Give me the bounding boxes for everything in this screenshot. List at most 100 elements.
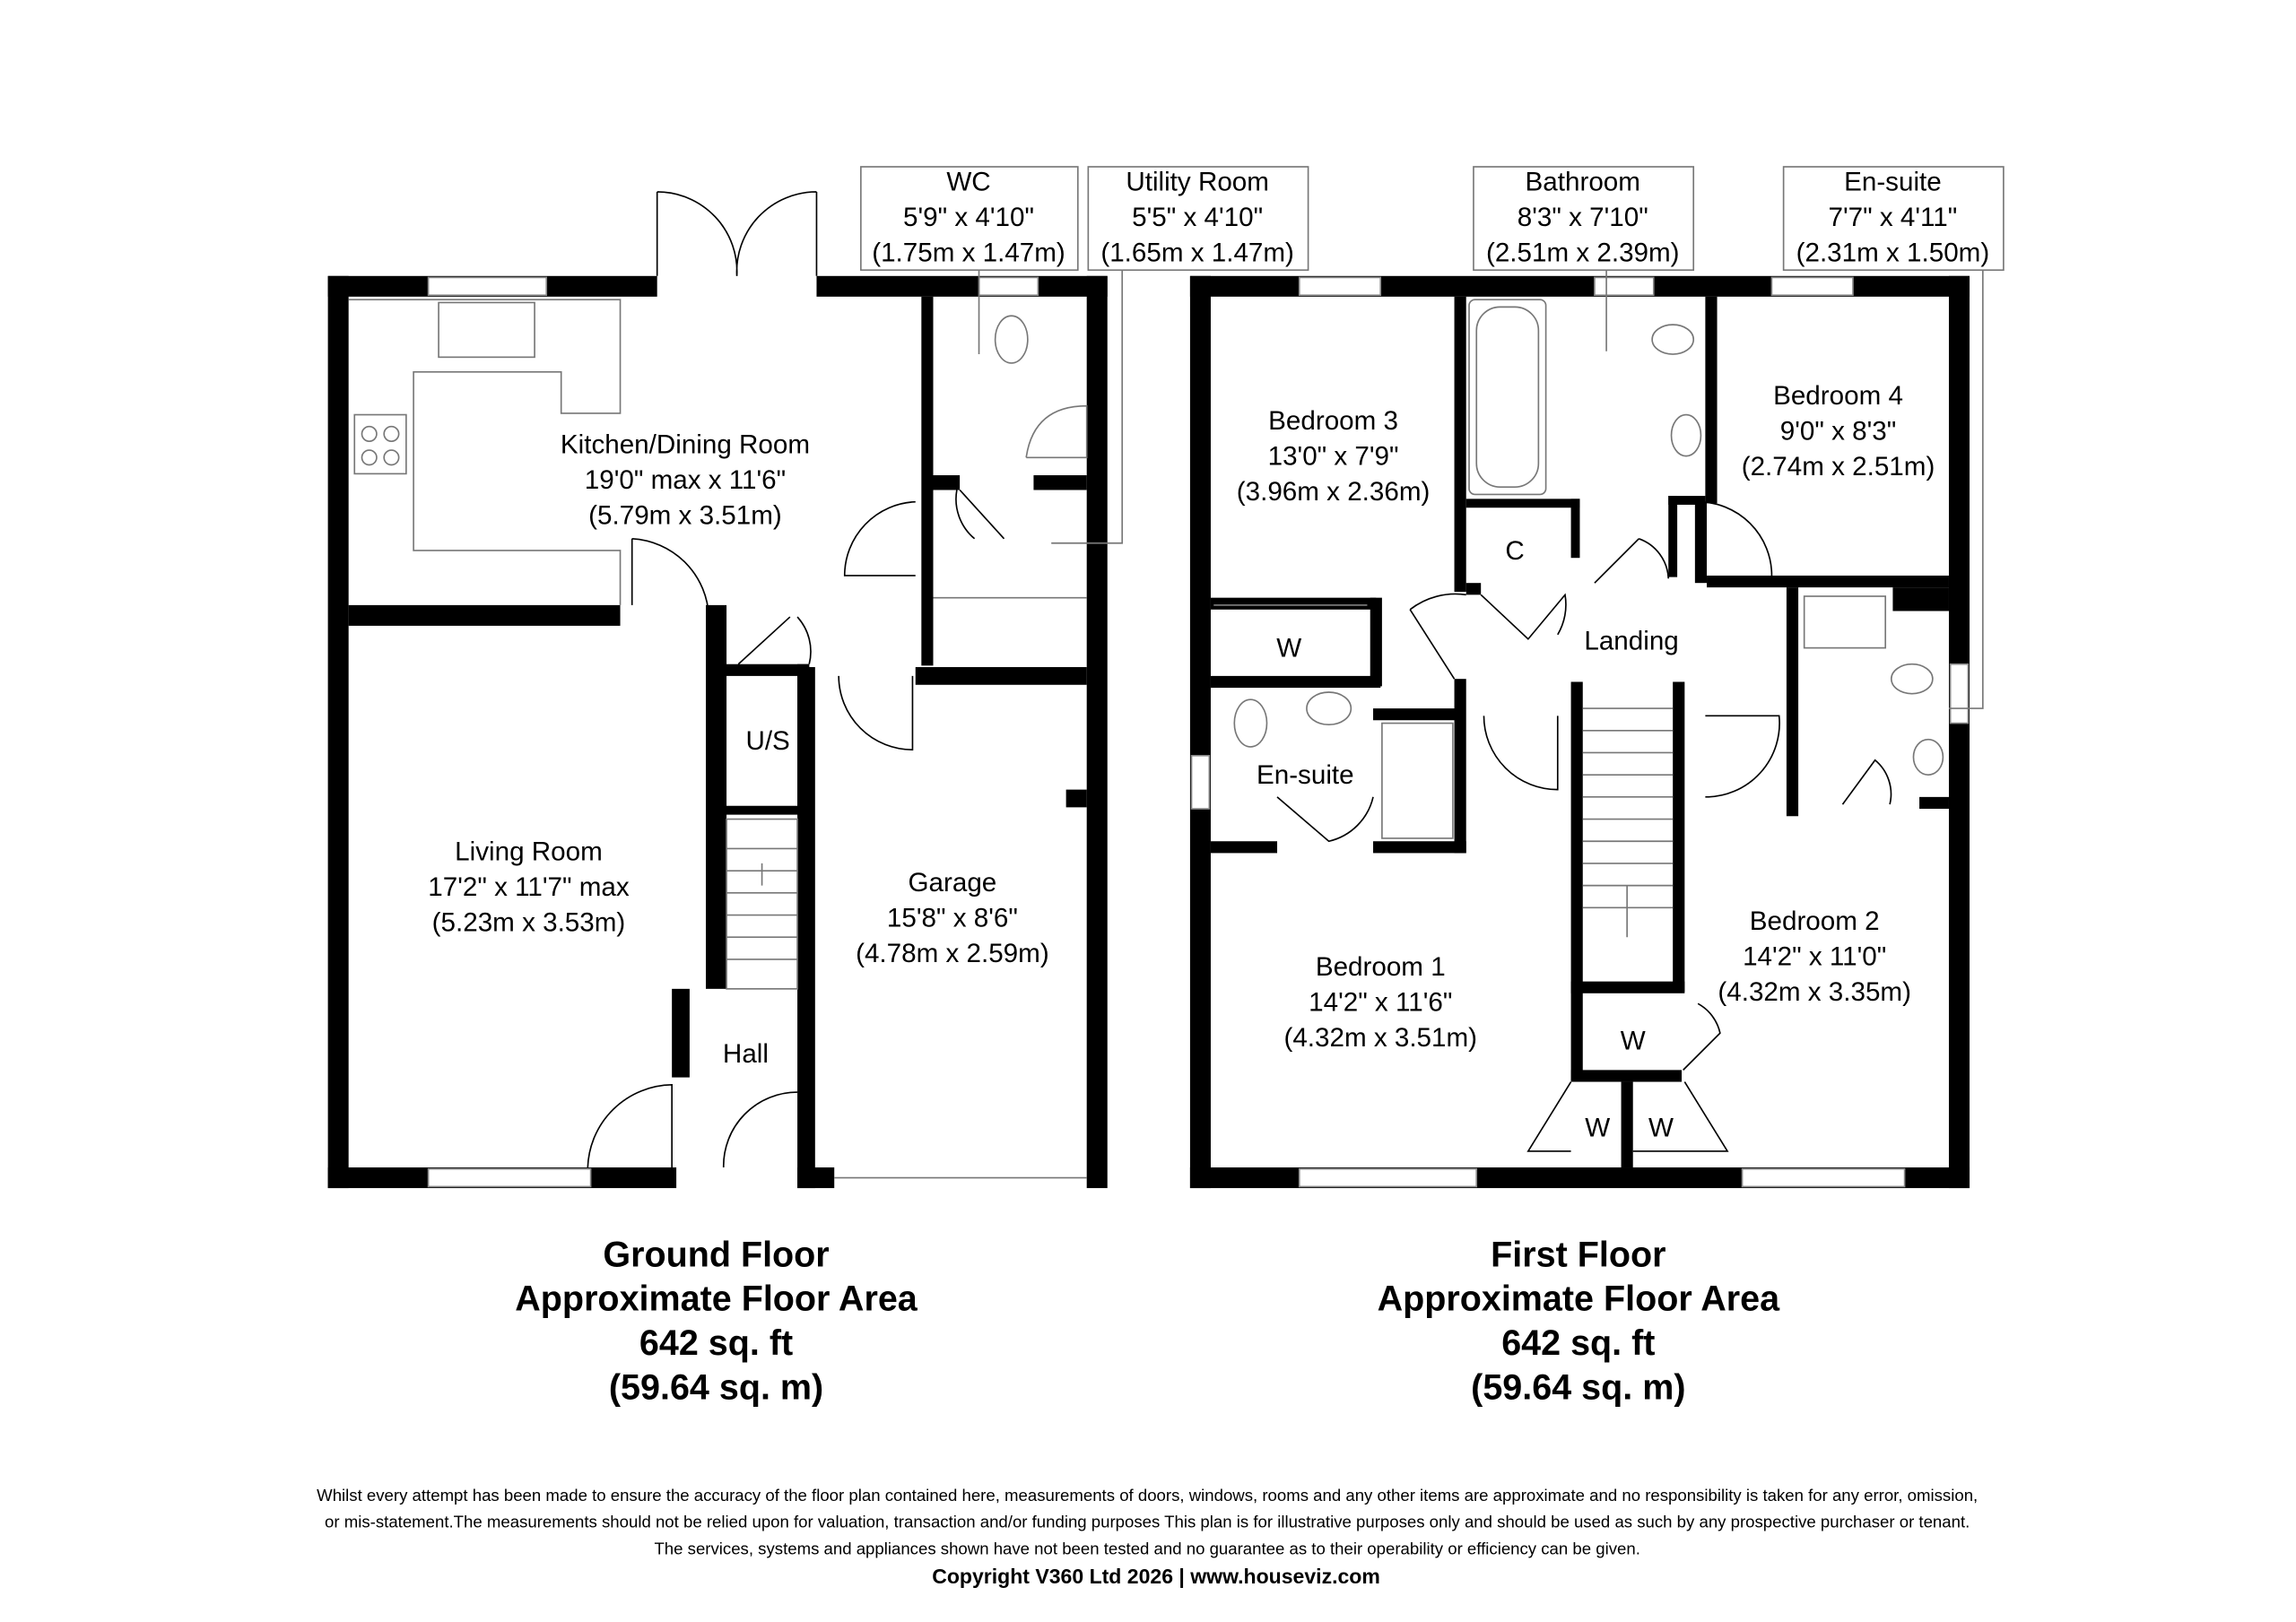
- room-dims-imperial: 13'0" x 7'9": [1268, 442, 1399, 472]
- room-dims-metric: (2.31m x 1.50m): [1796, 238, 1990, 267]
- wall: [1786, 587, 1799, 817]
- door: [1683, 1002, 1721, 1071]
- room-name: Utility Room: [1126, 167, 1269, 196]
- room-dims-metric: (5.79m x 3.51m): [588, 500, 782, 530]
- room-label-living: Living Room 17'2" x 11'7" max (5.23m x 3…: [428, 837, 630, 938]
- door: [1276, 796, 1374, 843]
- room-label-bedroom4: Bedroom 4 9'0" x 8'3" (2.74m x 2.51m): [1742, 381, 1935, 481]
- room-name: Garage: [909, 868, 997, 898]
- wall: [723, 664, 810, 676]
- wall: [1086, 275, 1108, 1189]
- floor-area-sqft: 642 sq. ft: [639, 1323, 793, 1363]
- wall: [1454, 296, 1466, 593]
- room-name: Bedroom 4: [1773, 381, 1903, 411]
- room-label-wardrobe: W: [1276, 633, 1301, 663]
- room-label-kitchen: Kitchen/Dining Room 19'0" max x 11'6" (5…: [561, 429, 810, 530]
- wall: [1694, 501, 1708, 584]
- floor-title: Ground Floor: [603, 1235, 829, 1274]
- window: [1594, 276, 1655, 297]
- wall: [1673, 681, 1685, 993]
- door: [587, 1084, 798, 1168]
- room-name: WC: [946, 167, 990, 196]
- basin-icon: [1306, 691, 1352, 726]
- room-dims-metric: (4.32m x 3.35m): [1718, 977, 1911, 1007]
- wall: [1189, 275, 1211, 1189]
- toilet-icon: [1233, 698, 1268, 748]
- wall: [723, 805, 810, 815]
- window: [978, 276, 1039, 297]
- floor-title: First Floor: [1491, 1235, 1665, 1274]
- room-dims-metric: (2.74m x 2.51m): [1742, 452, 1935, 481]
- wall: [1570, 499, 1580, 559]
- window: [1770, 276, 1854, 297]
- wall: [1707, 575, 1949, 588]
- bath-icon: [1468, 299, 1547, 496]
- room-dims-imperial: 9'0" x 8'3": [1780, 417, 1896, 447]
- room-dims-metric: (1.75m x 1.47m): [872, 238, 1065, 267]
- room-label-wc: WC 5'9" x 4'10" (1.75m x 1.47m): [860, 166, 1079, 272]
- room-dims-imperial: 8'3" x 7'10": [1518, 203, 1648, 232]
- room-label-bedroom1: Bedroom 1 14'2" x 11'6" (4.32m x 3.51m): [1283, 952, 1477, 1053]
- copyright: Copyright V360 Ltd 2026 | www.houseviz.c…: [932, 1565, 1380, 1588]
- wall: [1454, 679, 1466, 854]
- wall: [1919, 796, 1949, 810]
- wall: [1065, 789, 1087, 808]
- leader-line: [978, 270, 1124, 544]
- room-label-landing: Landing: [1584, 626, 1678, 655]
- wall: [1570, 681, 1583, 1080]
- door: [838, 675, 914, 751]
- room-name: Bedroom 1: [1316, 952, 1446, 982]
- wall: [1892, 587, 1949, 612]
- wall: [921, 296, 934, 666]
- wall: [1948, 275, 1970, 1189]
- window: [1190, 754, 1211, 810]
- floor-area-label: Approximate Floor Area: [515, 1279, 918, 1319]
- room-dims-imperial: 17'2" x 11'7" max: [428, 872, 630, 902]
- ground-floor-plan: Kitchen/Dining Room 19'0" max x 11'6" (5…: [327, 166, 1309, 1407]
- room-name: Living Room: [455, 837, 603, 867]
- room-name: Bedroom 3: [1268, 406, 1398, 436]
- wall: [1210, 841, 1278, 854]
- room-label-utility: Utility Room 5'5" x 4'10" (1.65m x 1.47m…: [1087, 166, 1309, 272]
- wall: [1210, 675, 1381, 689]
- room-dims-imperial: 5'9" x 4'10": [903, 203, 1034, 232]
- floor-area-sqft: 642 sq. ft: [1501, 1323, 1655, 1363]
- first-floor-plan: Bathroom 8'3" x 7'10" (2.51m x 2.39m) En…: [1189, 166, 2005, 1407]
- door: [1698, 500, 1773, 576]
- french-doors: [656, 191, 818, 276]
- wall: [1621, 1081, 1633, 1168]
- wall: [1373, 841, 1466, 854]
- room-dims-metric: (1.65m x 1.47m): [1100, 238, 1294, 267]
- door: [1526, 1081, 1729, 1152]
- basin-icon: [1670, 413, 1702, 457]
- room-label-wardrobe: W: [1648, 1113, 1674, 1142]
- room-label-bedroom3: Bedroom 3 13'0" x 7'9" (3.96m x 2.36m): [1237, 406, 1431, 507]
- kitchen-units: [348, 299, 622, 605]
- window: [1949, 663, 1970, 724]
- wall: [1210, 597, 1377, 610]
- wall: [348, 604, 621, 626]
- wall: [1668, 496, 1706, 505]
- window: [1741, 1167, 1906, 1188]
- wall: [816, 275, 1108, 297]
- wall: [706, 604, 727, 989]
- wall: [1373, 708, 1462, 721]
- door: [1480, 593, 1567, 640]
- door: [1409, 593, 1466, 680]
- first-floor-summary: First Floor Approximate Floor Area 642 s…: [1378, 1235, 1781, 1407]
- door: [631, 537, 710, 618]
- hob-icon: [353, 413, 407, 475]
- wall: [1465, 499, 1580, 508]
- toilet-icon: [1890, 663, 1934, 695]
- floor-area-sqm: (59.64 sq. m): [609, 1367, 823, 1407]
- wall: [1705, 296, 1718, 504]
- room-name: En-suite: [1844, 167, 1942, 196]
- wall: [1668, 496, 1678, 577]
- room-name: Kitchen/Dining Room: [561, 429, 810, 459]
- basin-icon: [1912, 738, 1944, 776]
- basin-icon: [1025, 404, 1088, 459]
- room-dims-imperial: 14'2" x 11'6": [1309, 988, 1452, 1018]
- room-dims-metric: (4.78m x 2.59m): [856, 939, 1049, 968]
- footer: Whilst every attempt has been made to en…: [317, 1486, 1978, 1588]
